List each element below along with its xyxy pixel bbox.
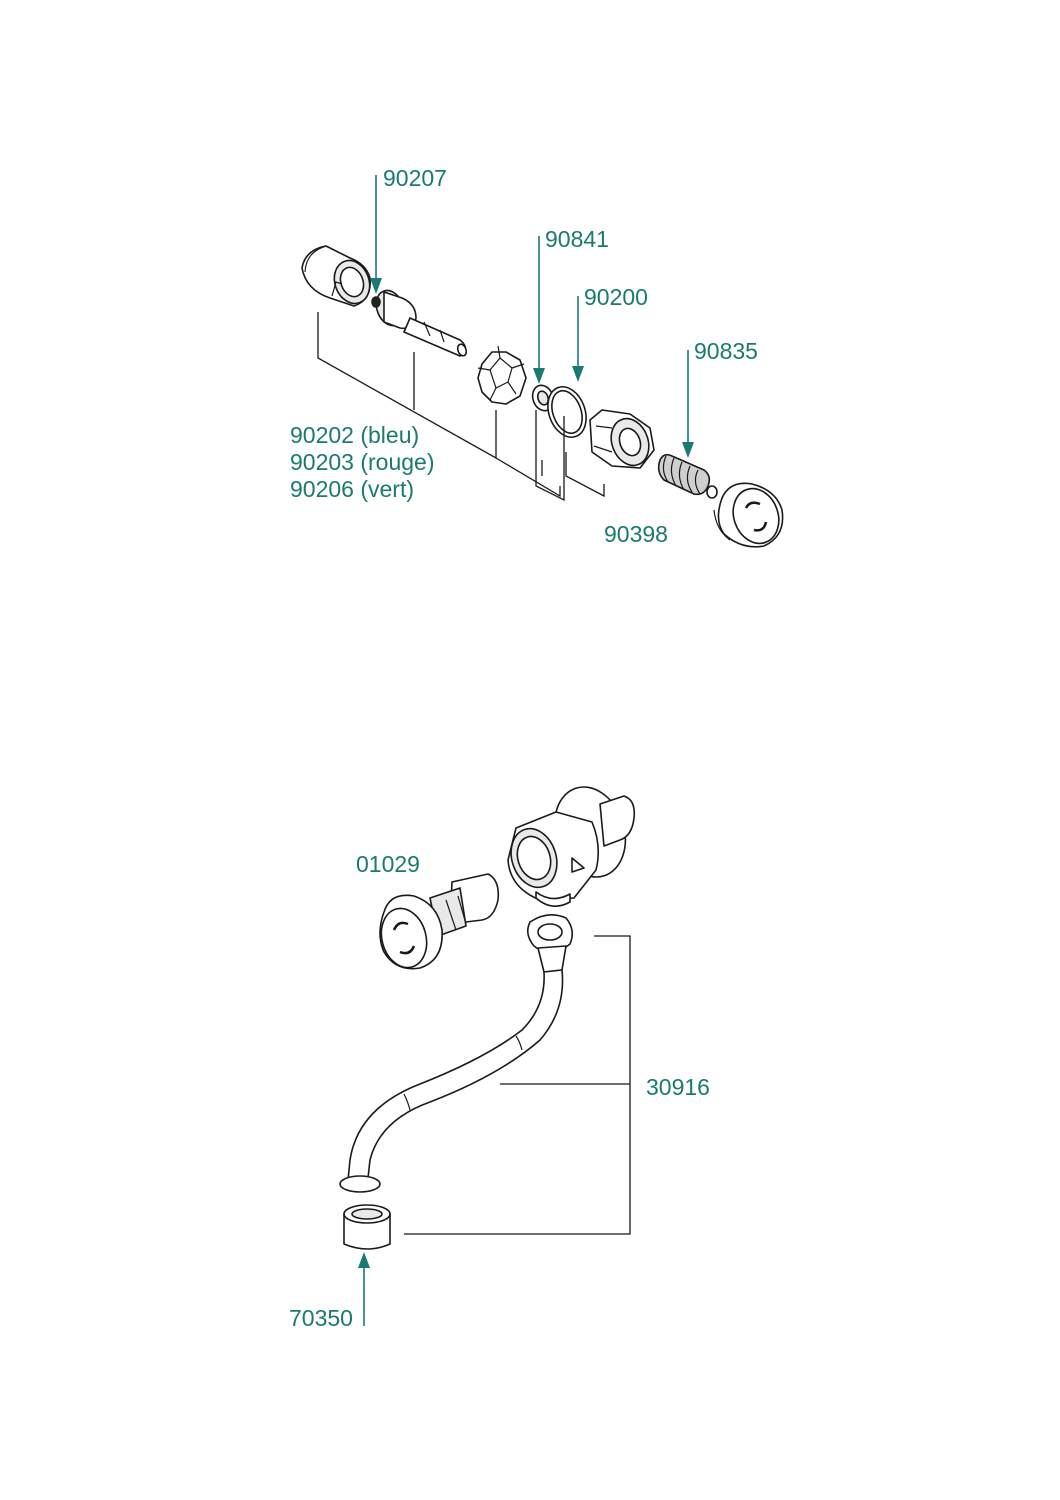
spring-part — [657, 453, 718, 499]
label-90200: 90200 — [584, 284, 648, 310]
label-70350: 70350 — [289, 1305, 353, 1331]
lower-assembly: 01029 30916 70350 — [289, 786, 710, 1331]
sleeve-part — [301, 245, 371, 307]
label-90207: 90207 — [383, 165, 447, 191]
upper-callout-arrows — [370, 175, 694, 458]
spout-part — [339, 914, 574, 1193]
label-90202: 90202 (bleu) — [290, 422, 419, 448]
o-ring-part — [547, 386, 587, 438]
label-90398: 90398 — [604, 521, 668, 547]
spindle-cartridge-part — [371, 289, 468, 357]
upper-leader-lines — [317, 312, 605, 502]
hex-nut-part — [589, 409, 655, 469]
label-30916: 30916 — [646, 1074, 710, 1100]
lower-leader-lines — [404, 935, 631, 1235]
star-insert-part — [477, 345, 527, 405]
label-90835: 90835 — [694, 338, 758, 364]
lower-callout-arrows — [358, 1252, 370, 1326]
aerator-part — [343, 1204, 391, 1250]
cartridge-part — [379, 873, 500, 970]
label-90841: 90841 — [545, 226, 609, 252]
push-button-part — [713, 482, 784, 548]
label-01029: 01029 — [356, 851, 420, 877]
label-90203: 90203 (rouge) — [290, 449, 435, 475]
label-90206: 90206 (vert) — [290, 476, 414, 502]
upper-assembly: 90207 90841 90200 90835 90202 (bleu) 902… — [290, 165, 784, 548]
valve-body-part — [507, 786, 636, 907]
